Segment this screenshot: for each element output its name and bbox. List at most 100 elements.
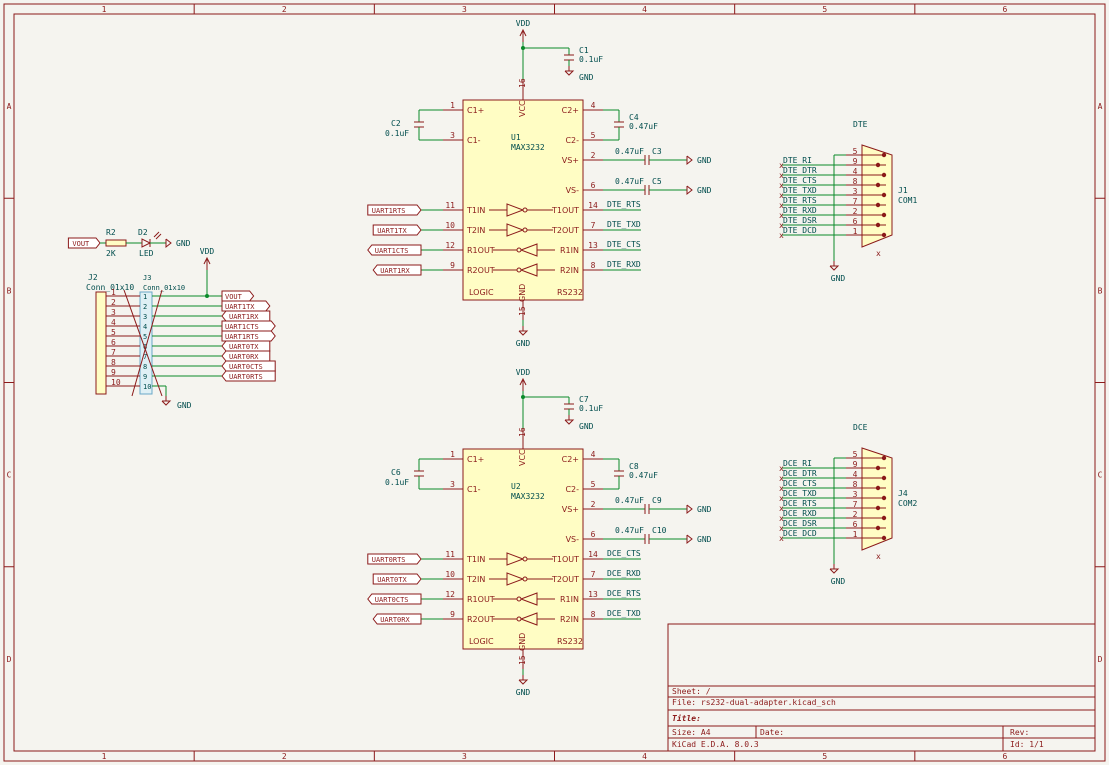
tb-title: Title: (672, 713, 701, 723)
net-label: DTE_RXD (783, 206, 817, 215)
pin-number-gnd: 15 (518, 655, 527, 665)
pin-name: VS- (566, 186, 580, 195)
pin-name: R2OUT (467, 266, 495, 275)
pin-number: 9 (450, 610, 455, 619)
net-label: DTE_RXD (607, 260, 641, 269)
gnd-symbol: GND (686, 534, 712, 545)
pin-number: 14 (588, 201, 598, 210)
gnd-symbol (564, 415, 575, 425)
cap-value: 0.47uF (615, 496, 644, 505)
pin-name: C1- (467, 485, 481, 494)
j3-pin-number: 10 (143, 383, 151, 391)
col-mark-bottom: 6 (1003, 752, 1008, 761)
tb-file: File: rs232-dual-adapter.kicad_sch (672, 698, 836, 707)
global-label: UART1RX (372, 264, 422, 276)
j3-pin-number: 8 (143, 363, 147, 371)
ic-value: MAX3232 (511, 492, 545, 501)
no-connect-mark: x (779, 464, 784, 473)
global-label: VOUT (221, 290, 255, 302)
led-value: LED (139, 249, 154, 258)
row-mark-right: A (1098, 102, 1103, 111)
global-label: UART0RX (221, 350, 271, 362)
pin-number: 12 (445, 241, 455, 250)
capacitor (414, 121, 424, 128)
db9-pin-dot (875, 505, 881, 511)
label-flag (221, 340, 271, 352)
j2-ref: J2 (88, 273, 98, 282)
pin-number: 11 (445, 201, 455, 210)
label-flag (221, 300, 271, 312)
pin-name: VS+ (562, 505, 579, 514)
pin-name: C2+ (562, 106, 579, 115)
gnd-triangle (518, 679, 529, 685)
pin-number: 9 (450, 261, 455, 270)
label-flag (221, 350, 271, 362)
label-text: UART1CTS (225, 323, 259, 331)
led-ref: D2 (138, 228, 148, 237)
db9-pin-number: 1 (853, 227, 858, 236)
pin-name: VS+ (562, 156, 579, 165)
cap-ref: C4 (629, 113, 639, 122)
j3-pin-number: 7 (143, 353, 147, 361)
j2-pin-number: 7 (111, 348, 116, 357)
cap-value: 0.47uF (629, 471, 658, 480)
global-label: UART0RTS (221, 370, 276, 382)
j2-pin-number: 2 (111, 298, 116, 307)
gnd-triangle (829, 265, 840, 271)
pin-name: R1IN (560, 246, 579, 255)
db9-ref: J4 (898, 489, 908, 498)
vdd-text: VDD (516, 19, 531, 28)
pin-name: R2IN (560, 615, 579, 624)
cap-value: 0.47uF (615, 147, 644, 156)
vdd-symbol: VDD (516, 368, 530, 391)
shield-nc: x (876, 249, 881, 258)
vdd-symbol: VDD (200, 247, 214, 270)
ic-ref: U1 (511, 133, 521, 142)
tb-frame (667, 623, 1096, 752)
no-connect-mark: x (779, 181, 784, 190)
pin-number: 13 (588, 241, 598, 250)
label-text: UART0TX (229, 343, 259, 351)
j3-pin-number: 5 (143, 333, 147, 341)
db9-pin-dot (875, 202, 881, 208)
j3-body (139, 291, 153, 395)
capacitor (414, 470, 424, 477)
db9-value: COM2 (898, 499, 917, 508)
gnd-text: GND (831, 577, 846, 586)
db9-pin-dot (881, 475, 887, 481)
cap-value: 0.1uF (385, 129, 409, 138)
db9-connector-j4[interactable]: DCEJ4COM2594837261DCE_RIxDCE_DTRxDCE_CTS… (779, 423, 917, 586)
j2-pin-number: 1 (111, 288, 116, 297)
vdd-symbol: VDD (516, 19, 531, 42)
db9-title: DCE (853, 423, 868, 432)
pin-name: C2- (565, 136, 579, 145)
net-label: DCE_TXD (607, 609, 641, 618)
inverter-bubble (522, 207, 528, 213)
row-mark-right: B (1098, 286, 1103, 295)
db9-connector-j1[interactable]: DTEJ1COM1594837261DTE_RIxDTE_DTRxDTE_CTS… (779, 120, 917, 283)
net-label: DCE_RTS (783, 499, 817, 508)
global-label: UART0CTS (367, 593, 422, 605)
global-label: VOUT (67, 237, 101, 249)
pin-number: 3 (450, 131, 455, 140)
gnd-symbol (518, 675, 529, 685)
pin-number: 2 (591, 500, 596, 509)
pin-number: 4 (591, 101, 596, 110)
pin-name: R2IN (560, 266, 579, 275)
j2-pin-number: 9 (111, 368, 116, 377)
net-label: DCE_DTR (783, 469, 817, 478)
label-text: UART0CTS (229, 363, 263, 371)
j2-pin-number: 5 (111, 328, 116, 337)
no-connect-mark: x (779, 221, 784, 230)
pin-name: C2- (565, 485, 579, 494)
gnd-text: GND (516, 688, 531, 697)
db9-pin-dot (875, 525, 881, 531)
pin-number: 8 (591, 261, 596, 270)
cap-ref: C6 (391, 468, 401, 477)
